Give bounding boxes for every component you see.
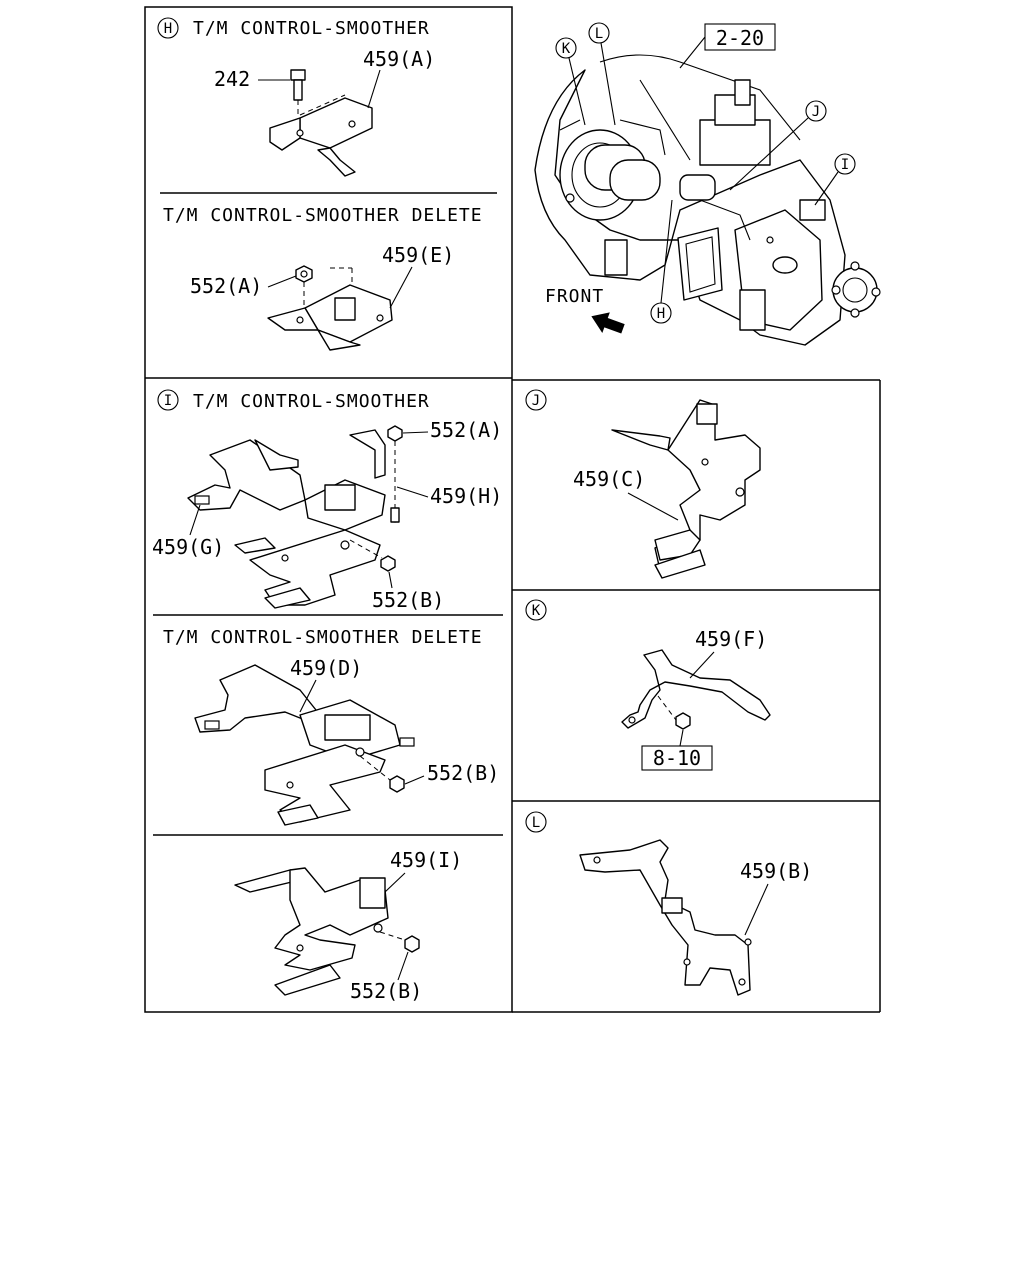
bracket-459f-label: 459(F) [695, 627, 767, 651]
section-i-marker [157, 389, 179, 411]
bracket-459c-label: 459(C) [573, 467, 645, 491]
bracket-459h-drawing [304, 429, 400, 531]
front-arrow-icon [591, 312, 625, 334]
nut-552a-label: 552(A) [190, 274, 262, 298]
nut-552b-d-label: 552(B) [427, 761, 499, 785]
section-i-delete-title: T/M CONTROL-SMOOTHER DELETE [163, 627, 483, 648]
bracket-459i-drawing [234, 867, 389, 996]
section-j: J 459(C) [525, 389, 761, 579]
section-k-marker [525, 599, 547, 621]
section-k-letter: K [532, 603, 541, 619]
bracket-459e-drawing [267, 267, 393, 351]
transmission-drawing [534, 54, 881, 346]
nut-552b-i2-drawing [379, 931, 420, 953]
nut-552a-i-drawing [387, 425, 403, 508]
bracket-459a-label: 459(A) [363, 47, 435, 71]
section-l-marker [525, 811, 547, 833]
bracket-lower-drawing [249, 529, 381, 609]
ref-box-8-10-label: 8-10 [653, 746, 701, 770]
section-h: H T/M CONTROL-SMOOTHER 242 459(A) T/M CO… [157, 17, 483, 351]
section-i-title: T/M CONTROL-SMOOTHER [193, 391, 430, 412]
ref-box-8-10 [641, 745, 713, 771]
callout-i: I [814, 153, 856, 206]
nut-552b-i-label: 552(B) [372, 588, 444, 612]
bracket-459d-drawing [194, 664, 415, 826]
section-j-letter: J [532, 393, 540, 409]
svg-text:K: K [562, 41, 571, 57]
section-i: I T/M CONTROL-SMOOTHER [152, 389, 502, 1003]
svg-text:J: J [812, 104, 820, 120]
section-i-letter: I [164, 393, 172, 409]
section-l-letter: L [532, 815, 540, 831]
section-h-title: T/M CONTROL-SMOOTHER [193, 18, 430, 39]
bracket-459d-label: 459(D) [290, 656, 362, 680]
bracket-459e-label: 459(E) [382, 243, 454, 267]
section-h-letter: H [164, 21, 172, 37]
svg-text:I: I [841, 157, 849, 173]
overview-section: 2-20 [534, 22, 881, 346]
nut-552a-i-label: 552(A) [430, 418, 502, 442]
nut-552b-i2-label: 552(B) [350, 979, 422, 1003]
section-h-marker [157, 17, 179, 39]
bolt-242-drawing [290, 69, 306, 132]
bolt-242-label: 242 [214, 67, 250, 91]
callout-j: J [729, 100, 827, 191]
section-k: K 459(F) 8-10 [525, 599, 771, 771]
bracket-459b-label: 459(B) [740, 859, 812, 883]
section-j-marker [525, 389, 547, 411]
ref-box-2-20-label: 2-20 [716, 26, 764, 50]
bracket-459i-label: 459(I) [390, 848, 462, 872]
callout-l: L [588, 22, 616, 126]
callout-h: H [650, 199, 673, 324]
bracket-459b-drawing [579, 839, 752, 996]
front-label: FRONT [545, 286, 604, 307]
diagram-frame [144, 6, 881, 1013]
svg-text:L: L [595, 26, 603, 42]
bracket-459h-label: 459(H) [430, 484, 502, 508]
nut-552b-d-drawing [359, 755, 405, 793]
bracket-459g-label: 459(G) [152, 535, 224, 559]
svg-text:H: H [657, 306, 665, 322]
section-h-delete-title: T/M CONTROL-SMOOTHER DELETE [163, 205, 483, 226]
section-l: L 459(B) [525, 811, 812, 996]
bracket-459a-drawing [269, 94, 373, 177]
nut-552b-i-drawing [349, 539, 396, 572]
bracket-459c-drawing [611, 399, 761, 579]
bracket-459f-drawing [621, 649, 771, 730]
bracket-459g-drawing [187, 439, 306, 554]
callout-k: K [555, 37, 586, 126]
